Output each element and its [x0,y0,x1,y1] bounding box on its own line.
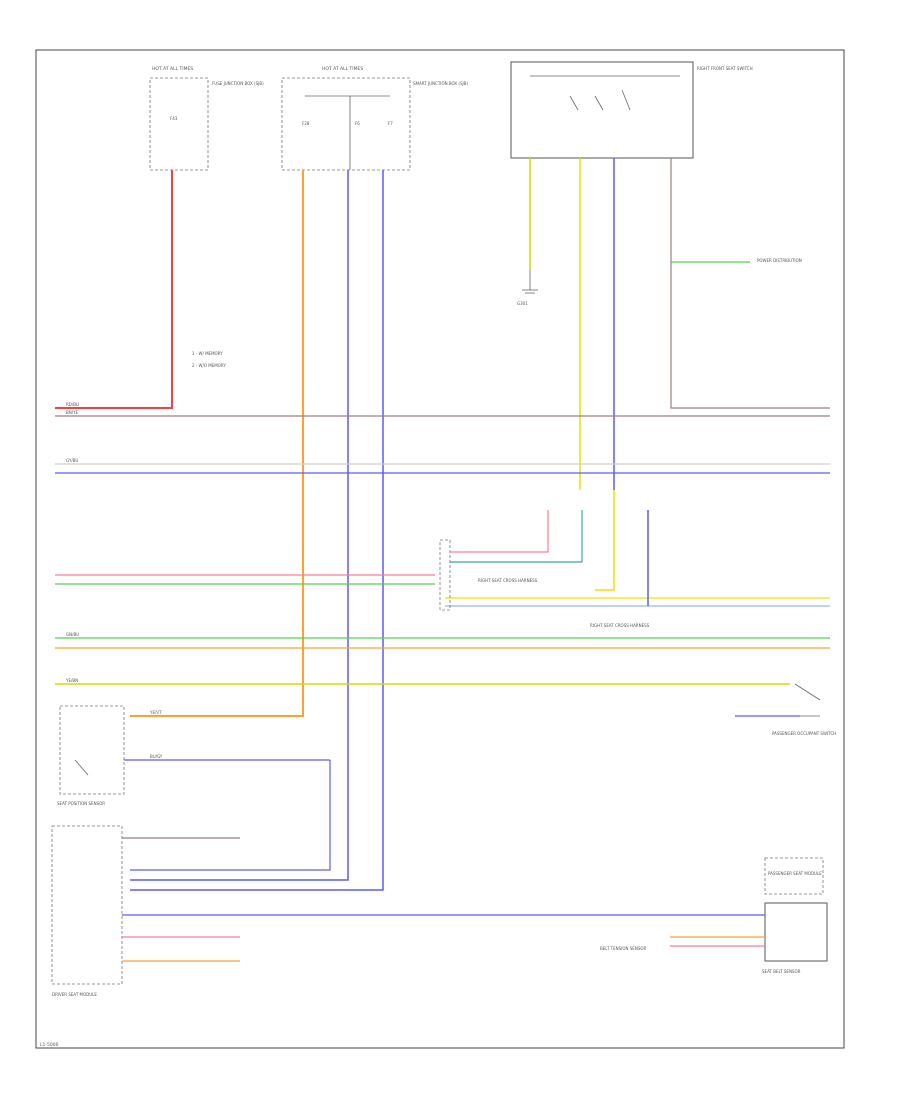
wire-label-orange: YE/VT [149,710,162,715]
belt-sensor-label: SEAT BELT SENSOR [762,969,801,974]
passenger-seat-module: PASSENGER SEAT MODULE [764,857,824,895]
wire-teal-harness [450,510,583,563]
seat-position-sensor: SEAT POSITION SENSOR [57,705,125,806]
fuse-box-mid-fuse-2: F6 [355,121,360,126]
driver-seat-module: DRIVER SEAT MODULE [51,825,123,997]
wire-label-red: RD/BU [66,402,79,407]
seat-switch-rect [510,61,694,159]
wire-blue-vertical-1 [130,170,349,881]
seat-position-sensor-contact [74,759,89,776]
cross-harness-rect [439,539,451,611]
fuse-box-left: HOT AT ALL TIMES FUSE JUNCTION BOX (SJB)… [149,66,264,171]
wire-blue-sensor-drop [130,760,331,871]
seat-position-sensor-rect [59,705,125,795]
belt-sensor-rect [764,902,828,962]
footer-code: L1-5000 [40,1042,59,1048]
legend-item-1: 1 - W/ MEMORY [192,351,223,356]
wire-label-gray: GY/BU [66,458,78,463]
wire-yellow-harness [595,490,615,591]
wire-orange-vertical [130,170,304,717]
passenger-seat-module-label: PASSENGER SEAT MODULE [768,871,822,876]
seat-switch-contact-1 [569,95,579,111]
occupant-switch-label: PASSENGER OCCUPANT SWITCH [772,731,836,736]
seat-position-sensor-label: SEAT POSITION SENSOR [57,801,105,806]
seat-switch-contact-2 [594,95,604,111]
cross-harness: RIGHT SEAT CROSS HARNESS RIGHT SEAT CROS… [439,490,650,628]
passenger-seat-module-rect [764,857,824,895]
belt-sensor: SEAT BELT SENSOR [762,902,828,974]
seat-switch-box: RIGHT FRONT SEAT SWITCH [510,61,753,159]
fuse-box-mid-desc: SMART JUNCTION BOX (SJB) [413,81,468,86]
ground-g301: G301 [517,270,538,306]
driver-seat-module-label: DRIVER SEAT MODULE [52,992,97,997]
fuse-box-left-fuse: F43 [170,116,178,121]
fuse-box-left-desc: FUSE JUNCTION BOX (SJB) [212,81,264,86]
seat-switch-contact-3 [621,89,631,111]
wire-label-brown: BN/YE [66,410,79,415]
seat-switch-label: RIGHT FRONT SEAT SWITCH [697,66,753,71]
power-distribution: POWER DISTRIBUTION [757,258,802,263]
tension-sensor-label: BELT TENSION SENSOR [600,946,647,951]
fuse-box-mid-fuse-1: F28 [302,121,310,126]
power-distribution-label: POWER DISTRIBUTION [757,258,802,263]
legend: 1 - W/ MEMORY 2 - W/O MEMORY [192,351,226,368]
wire-blue-vertical-2 [130,170,384,891]
occupant-switch-contact [794,683,821,701]
outer-frame [35,49,845,1049]
wire-red-vertical [55,170,173,409]
wire-label-yellow: YE/BN [65,678,78,683]
fuse-box-mid-label: HOT AT ALL TIMES [322,66,363,72]
wire-brown-switch-3 [670,158,830,409]
wire-label-green: GN/BU [66,632,79,637]
ground-label: G301 [517,301,528,306]
fuse-box-mid: HOT AT ALL TIMES SMART JUNCTION BOX (SJB… [281,66,468,171]
harness-label-1: RIGHT SEAT CROSS HARNESS [478,578,538,583]
driver-seat-module-rect [51,825,123,985]
fuse-box-left-rect [149,77,209,171]
fuse-box-left-label: HOT AT ALL TIMES [152,66,193,72]
legend-item-2: 2 - W/O MEMORY [192,363,226,368]
wire-pink-harness [450,510,549,553]
occupant-switch: PASSENGER OCCUPANT SWITCH [772,683,836,736]
fuse-box-mid-fuse-3: F7 [388,121,393,126]
harness-label-2: RIGHT SEAT CROSS HARNESS [590,623,650,628]
wire-label-blue: BU/GY [150,754,163,759]
